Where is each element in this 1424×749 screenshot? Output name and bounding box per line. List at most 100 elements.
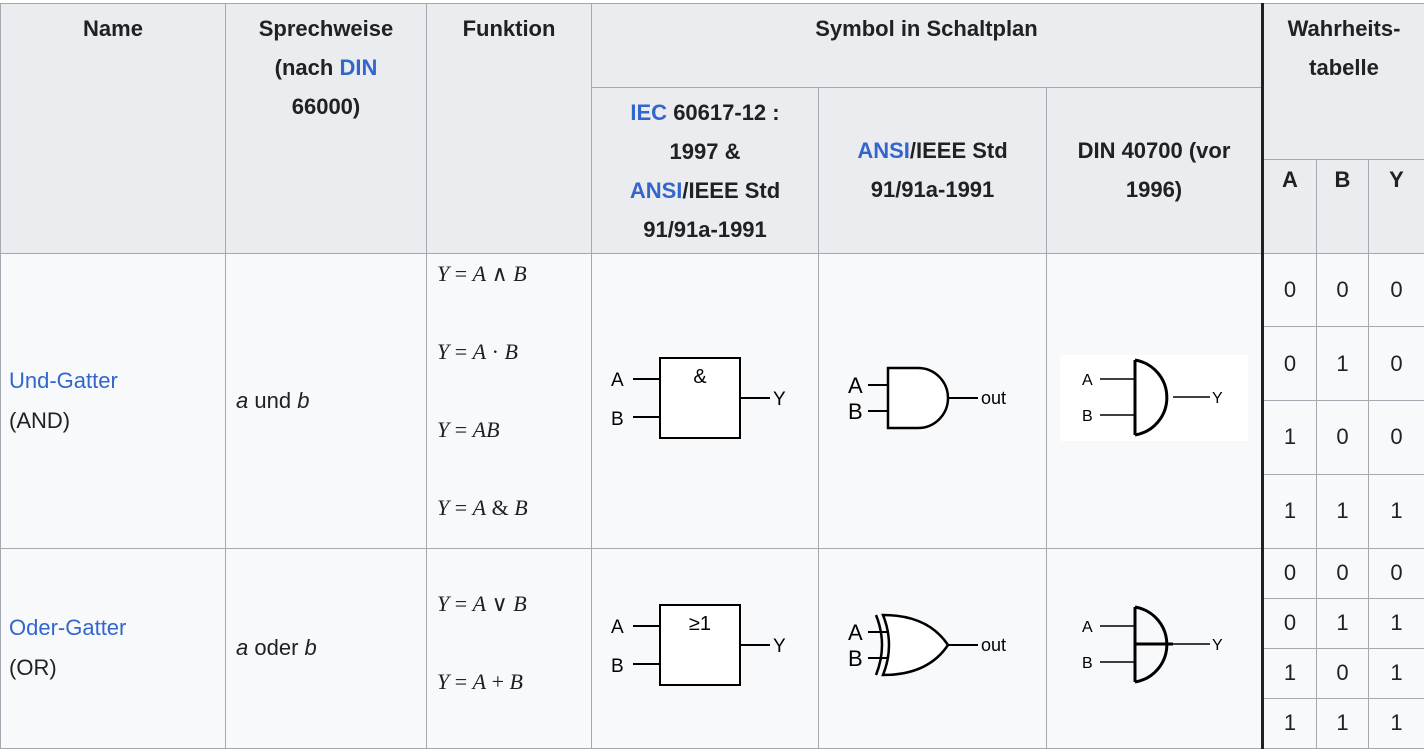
speech-var-a: a xyxy=(236,635,248,660)
header-wahrheit-line-2: tabelle xyxy=(1309,55,1379,80)
output-y-label: Y xyxy=(1212,637,1223,654)
truth-cell-y: 0 xyxy=(1369,401,1424,475)
formula-eq: = xyxy=(449,339,472,364)
din-or-gate-icon: A B Y xyxy=(1060,602,1248,688)
truth-cell-a: 1 xyxy=(1263,401,1317,475)
header-wahrheit-spacer xyxy=(1263,87,1424,159)
speech-var-b: b xyxy=(297,388,309,413)
iec-ansi-link[interactable]: ANSI xyxy=(630,178,683,203)
ansi-and-gate-icon: A B out xyxy=(833,353,1033,443)
formula-lhs: Y xyxy=(437,339,449,364)
output-y-label: Y xyxy=(773,636,786,657)
formula-eq: = xyxy=(449,591,472,616)
truth-cell-a: 1 xyxy=(1263,698,1317,748)
formula-lhs: Y xyxy=(437,417,449,442)
page: Name Sprechweise (nach DIN 66000) Funkti… xyxy=(0,0,1424,704)
formula-b: B xyxy=(514,495,527,520)
gate-name-and: Und-Gatter (AND) xyxy=(1,253,226,548)
input-a-label: A xyxy=(611,617,624,638)
formula-line: Y = A ∧ B xyxy=(437,254,591,332)
header-col-y: Y xyxy=(1369,159,1424,253)
truth-cell-b: 0 xyxy=(1317,648,1369,698)
speech-and: a und b xyxy=(226,253,427,548)
header-col-a: A xyxy=(1263,159,1317,253)
input-b-label: B xyxy=(1082,408,1093,425)
truth-cell-b: 1 xyxy=(1317,327,1369,401)
header-ansi-text-2: 91/91a-1991 xyxy=(871,177,995,202)
ansi-or-gate-icon: A B out xyxy=(833,600,1033,690)
truth-cell-y: 1 xyxy=(1369,598,1424,648)
truth-cell-a: 0 xyxy=(1263,253,1317,327)
header-wahrheitstabelle: Wahrheits- tabelle xyxy=(1263,4,1424,88)
header-sprechweise-text-3: 66000) xyxy=(292,94,361,119)
gate-name-or: Oder-Gatter (OR) xyxy=(1,548,226,748)
header-sprechweise: Sprechweise (nach DIN 66000) xyxy=(226,4,427,254)
input-b-label: B xyxy=(611,409,624,430)
ansi-link[interactable]: ANSI xyxy=(857,138,910,163)
formula-lhs: Y xyxy=(437,261,449,286)
formula-op: · xyxy=(486,339,504,364)
header-iec: IEC 60617-12 : 1997 & ANSI/IEEE Std 91/9… xyxy=(592,87,819,253)
formula-eq: = xyxy=(449,417,472,442)
input-b-label: B xyxy=(611,656,624,677)
function-and: Y = A ∧ B Y = A · B Y = AB Y = A & B xyxy=(427,253,592,548)
truth-cell-b: 0 xyxy=(1317,548,1369,598)
formula-b: B xyxy=(513,591,526,616)
header-din40700: DIN 40700 (vor 1996) xyxy=(1047,87,1263,253)
header-iec-text-4: 91/91a-1991 xyxy=(643,217,767,242)
formula-op: ∨ xyxy=(486,591,513,616)
input-a-label: A xyxy=(1082,619,1093,636)
iec-symbol-and: & A B Y xyxy=(592,253,819,548)
header-symbol: Symbol in Schaltplan xyxy=(592,4,1263,88)
iec-or-gate-icon: ≥1 A B Y xyxy=(605,590,805,700)
iec-symbol-or: ≥1 A B Y xyxy=(592,548,819,748)
header-iec-text-3: /IEEE Std xyxy=(682,178,780,203)
input-b-label: B xyxy=(1082,655,1093,672)
output-label: out xyxy=(981,635,1006,655)
truth-cell-b: 1 xyxy=(1317,698,1369,748)
truth-cell-b: 1 xyxy=(1317,598,1369,648)
din-and-gate-icon: A B Y xyxy=(1060,355,1248,441)
truth-cell-a: 0 xyxy=(1263,548,1317,598)
header-wahrheit-line-1: Wahrheits- xyxy=(1288,16,1401,41)
truth-cell-y: 0 xyxy=(1369,548,1424,598)
truth-cell-y: 1 xyxy=(1369,698,1424,748)
logic-gates-table: Name Sprechweise (nach DIN 66000) Funkti… xyxy=(0,3,1424,749)
formula-b: B xyxy=(510,669,523,694)
speech-operator: oder xyxy=(248,635,304,660)
header-din-text: DIN 40700 (vor xyxy=(1078,138,1231,163)
input-a-label: A xyxy=(848,373,863,398)
truth-cell-y: 0 xyxy=(1369,327,1424,401)
formula-op: & xyxy=(486,495,514,520)
formula-line: Y = A ∨ B xyxy=(437,584,591,662)
input-a-label: A xyxy=(1082,372,1093,389)
formula-line: Y = A · B xyxy=(437,332,591,410)
din-link[interactable]: DIN xyxy=(339,55,377,80)
formula-eq: = xyxy=(449,495,472,520)
input-b-label: B xyxy=(848,399,863,424)
oder-gatter-link[interactable]: Oder-Gatter xyxy=(9,615,126,640)
formula-lhs: Y xyxy=(437,669,449,694)
input-a-label: A xyxy=(848,620,863,645)
din-symbol-and: A B Y xyxy=(1047,253,1263,548)
gate-abbr: (OR) xyxy=(9,655,57,680)
formula-line: Y = AB xyxy=(437,410,591,488)
header-sprechweise-text-2: (nach xyxy=(275,55,334,80)
speech-or: a oder b xyxy=(226,548,427,748)
iec-link[interactable]: IEC xyxy=(630,100,667,125)
header-funktion: Funktion xyxy=(427,4,592,254)
ansi-symbol-or: A B out xyxy=(819,548,1047,748)
formula-eq: = xyxy=(449,669,472,694)
truth-cell-b: 1 xyxy=(1317,474,1369,548)
formula-a: A xyxy=(473,669,486,694)
header-iec-text-2: 1997 & xyxy=(670,139,741,164)
header-ansi: ANSI/IEEE Std 91/91a-1991 xyxy=(819,87,1047,253)
output-y-label: Y xyxy=(1212,390,1223,407)
truth-cell-y: 1 xyxy=(1369,648,1424,698)
formula-a: A xyxy=(473,495,486,520)
truth-cell-a: 1 xyxy=(1263,648,1317,698)
und-gatter-link[interactable]: Und-Gatter xyxy=(9,368,118,393)
header-ansi-text: /IEEE Std xyxy=(910,138,1008,163)
formula-b: B xyxy=(504,339,517,364)
formula-b: B xyxy=(513,261,526,286)
